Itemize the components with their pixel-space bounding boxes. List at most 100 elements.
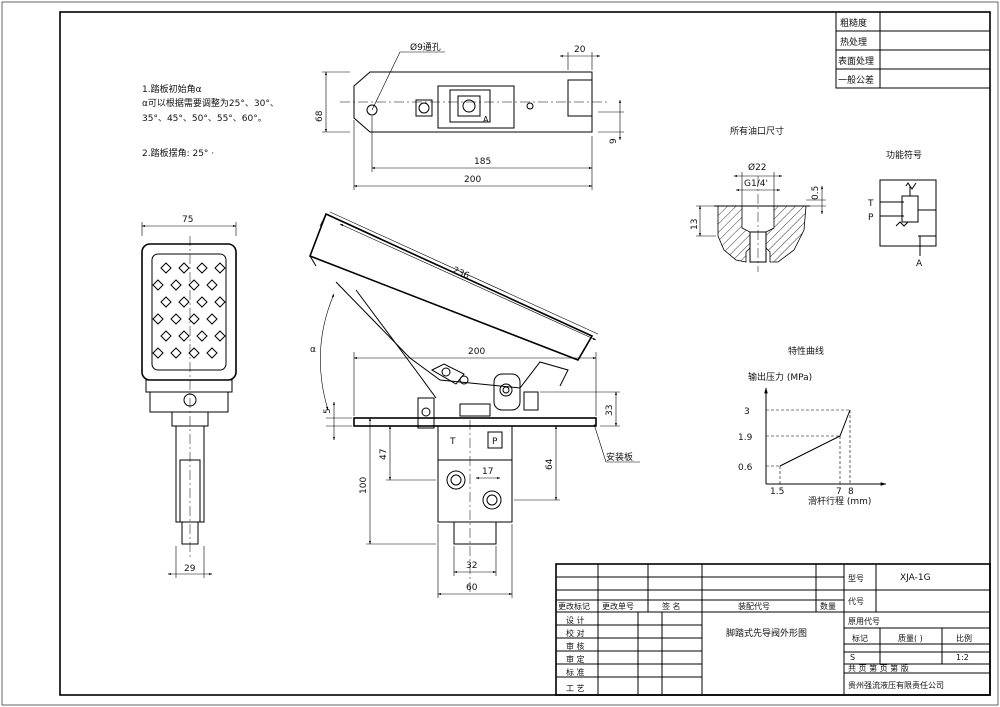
tread-diamond	[152, 313, 164, 325]
role-review: 审 核	[566, 641, 585, 651]
tread-diamond	[152, 279, 164, 291]
tread-diamond	[170, 347, 182, 359]
role-rows: 设 计 校 对 审 核 审 定 标 准 工 艺	[556, 612, 702, 695]
tread-diamond	[152, 347, 164, 359]
dim-20: 20	[574, 45, 586, 55]
tread-diamond	[196, 330, 208, 342]
top-view: Ø9通孔 A 20 9 68 185 200	[315, 42, 624, 190]
port-dim-05: 0.5	[811, 186, 821, 200]
front-view: 75 29	[141, 215, 237, 578]
hole-label: Ø9通孔	[410, 42, 441, 53]
weight-label: 质量( )	[898, 633, 923, 643]
rev-header-no: 更改单号	[602, 601, 634, 611]
tread-diamond	[188, 347, 200, 359]
mark-label: 标记	[852, 633, 868, 643]
dim-29: 29	[184, 564, 196, 574]
tread-diamond	[178, 330, 190, 342]
tread-diamond	[206, 347, 218, 359]
dim-75: 75	[182, 215, 193, 225]
dim-200-top: 200	[464, 175, 481, 185]
note-line-4: 2.踏板摆角: 25° ·	[142, 147, 214, 159]
tread-diamond	[188, 313, 200, 325]
inner-border	[59, 11, 991, 696]
tread-diamond	[196, 296, 208, 308]
tread-diamond	[206, 279, 218, 291]
port-dia: Ø22	[748, 162, 767, 173]
dim-17: 17	[482, 467, 493, 477]
xtick-7: 7	[836, 487, 842, 497]
dim-47: 47	[379, 449, 389, 460]
tread-diamond	[160, 296, 172, 308]
assembly-code-label: 装配代号	[738, 601, 770, 611]
model-value: XJA-1G	[900, 573, 931, 583]
port-detail: 所有油口尺寸 Ø22 G1/4' 0.5 13	[690, 125, 826, 272]
corner-row-2: 热处理	[840, 36, 867, 48]
title-block: 更改标记 更改单号 签 名 装配代号 数量 型号 XJA-1G 代号 设 计 校…	[555, 563, 991, 696]
role-design: 设 计	[566, 615, 585, 625]
curve-xlabel: 滑杆行程 (mm)	[808, 495, 871, 507]
role-standard: 标 准	[566, 667, 585, 677]
corner-row-3: 表面处理	[838, 55, 874, 67]
tread-diamond	[160, 262, 172, 274]
dim-9: 9	[609, 138, 619, 144]
note-line-3: 35°、45°、50°、55°、60°。	[142, 114, 267, 124]
company-name: 贵州强流液压有限责任公司	[848, 680, 944, 690]
port-p: P	[492, 437, 498, 447]
top-port-a: A	[483, 115, 489, 124]
xtick-1-5: 1.5	[770, 487, 784, 497]
xtick-8: 8	[848, 487, 854, 497]
side-view: 236 α 200 5 33 安装板 T	[308, 211, 640, 598]
tread-diamond	[196, 262, 208, 274]
note-line-1: 1.踏板初始角α	[142, 83, 202, 95]
tread-diamond	[188, 279, 200, 291]
port-detail-title: 所有油口尺寸	[730, 125, 784, 137]
curve-title: 特性曲线	[788, 345, 824, 357]
role-process: 工 艺	[566, 684, 585, 693]
role-check: 校 对	[566, 628, 585, 638]
dim-185: 185	[474, 157, 491, 167]
function-symbol: 功能符号 T P A	[867, 149, 937, 269]
rev-header-mark: 更改标记	[558, 601, 590, 611]
scale-label: 比例	[956, 633, 972, 643]
tread-diamond	[214, 296, 226, 308]
dim-60: 60	[466, 583, 478, 593]
port-dim-13: 13	[690, 219, 700, 230]
tread-diamond	[214, 330, 226, 342]
tread-diamond	[170, 313, 182, 325]
dim-32: 32	[466, 561, 477, 571]
note-line-2: α可以根据需要调整为25°、30°、	[142, 97, 279, 109]
curve-ylabel: 输出压力 (MPa)	[748, 371, 812, 383]
dim-5: 5	[323, 408, 333, 414]
corner-table: 粗糙度 热处理 表面处理 一般公差	[835, 11, 991, 89]
dim-68: 68	[315, 110, 325, 122]
sheet-numbering: 共 页 第 页 第 版	[848, 663, 909, 673]
tread-diamond	[170, 279, 182, 291]
tread-diamond	[206, 313, 218, 325]
model-label: 型号	[848, 574, 864, 583]
dim-200-side: 200	[468, 347, 485, 357]
symbol-p: P	[868, 213, 874, 223]
port-thread: G1/4'	[744, 179, 768, 189]
characteristic-curve: 特性曲线 输出压力 (MPa) 3 1.9 0.6 1.5 7 8 滑杆行程 (…	[738, 345, 887, 507]
qty-label: 数量	[820, 601, 836, 611]
drawing-name: 脚踏式先导阀外形图	[726, 627, 807, 639]
dim-100: 100	[359, 477, 369, 494]
rev-header-sign: 签 名	[662, 601, 681, 611]
corner-row-1: 粗糙度	[840, 17, 867, 29]
code-label: 代号	[848, 596, 864, 606]
symbol-a: A	[916, 259, 923, 269]
mark-value: S	[850, 653, 855, 662]
ytick-3: 3	[744, 407, 750, 417]
port-t: T	[449, 437, 456, 447]
tread-diamond	[160, 330, 172, 342]
plate-label: 安装板	[606, 451, 633, 463]
dim-33: 33	[605, 405, 615, 416]
ytick-1-9: 1.9	[738, 433, 753, 443]
tread-diamond	[178, 262, 190, 274]
corner-row-4: 一般公差	[838, 74, 874, 86]
dim-64: 64	[545, 458, 555, 470]
role-approve: 审 定	[566, 654, 585, 664]
used-code-label: 原用代号	[848, 616, 880, 626]
